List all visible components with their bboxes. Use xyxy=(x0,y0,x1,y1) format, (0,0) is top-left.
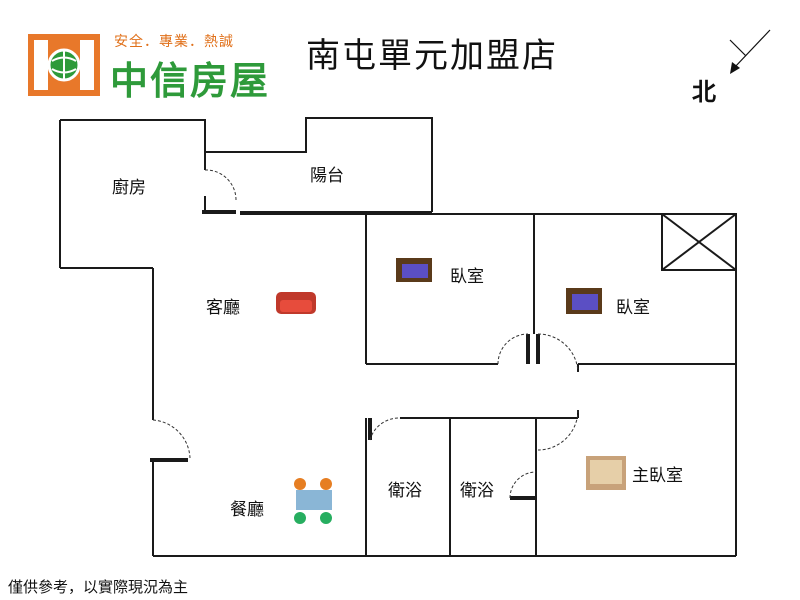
brand-logo-icon xyxy=(28,34,100,96)
store-title: 南屯單元加盟店 xyxy=(306,36,558,76)
room-label-master-bedroom: 主臥室 xyxy=(632,466,683,486)
room-label-living: 客廳 xyxy=(206,298,240,318)
room-label-bath-2: 衛浴 xyxy=(460,481,494,501)
room-label-kitchen: 廚房 xyxy=(112,177,146,198)
room-label-balcony: 陽台 xyxy=(310,166,344,186)
room-label-dining: 餐廳 xyxy=(230,500,264,520)
brand-slogan: 安全．專業．熱誠 xyxy=(114,34,234,50)
north-arrow-icon xyxy=(729,29,771,74)
room-label-bedroom-1: 臥室 xyxy=(450,267,484,287)
bed-icon xyxy=(566,288,602,314)
brand-name: 中信房屋 xyxy=(110,59,271,103)
master-bed-icon xyxy=(586,456,626,490)
room-label-bath-1: 衛浴 xyxy=(388,481,422,501)
disclaimer-note: 僅供參考，以實際現況為主 xyxy=(8,578,189,596)
sofa-icon xyxy=(276,292,316,314)
walls xyxy=(59,117,737,557)
north-label: 北 xyxy=(692,78,716,106)
door-swings xyxy=(152,169,579,499)
bed-icon xyxy=(396,258,432,282)
room-label-bedroom-2: 臥室 xyxy=(616,298,650,318)
dining-table-icon xyxy=(294,478,332,524)
